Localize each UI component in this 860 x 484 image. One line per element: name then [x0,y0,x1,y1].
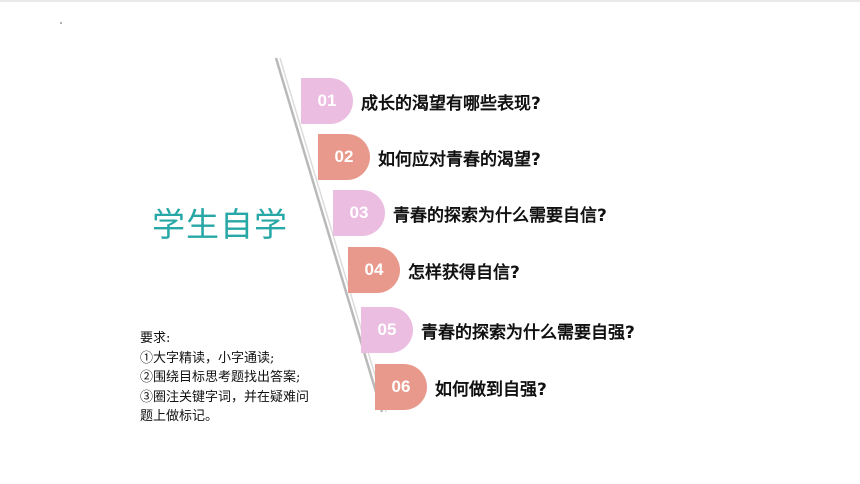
item-number-badge: 03 [333,190,385,236]
item-question: 青春的探索为什么需要自信? [393,205,607,226]
list-item: 02 如何应对青春的渴望? [318,134,541,180]
page-title: 学生自学 [152,205,288,244]
list-item: 03 青春的探索为什么需要自信? [333,190,607,236]
notes-line: 题上做标记。 [140,409,219,424]
list-item: 05 青春的探索为什么需要自强? [361,307,635,353]
notes-heading: 要求: [140,331,171,346]
item-question: 如何应对青春的渴望? [378,149,541,170]
requirements-notes: 要求: ①大字精读，小字通读; ②围绕目标思考题找出答案; ③圈注关键字词，并在… [140,329,309,427]
item-number-badge: 01 [301,78,353,124]
list-item: 06 如何做到自强? [375,364,547,410]
list-item: 04 怎样获得自信? [348,247,520,293]
notes-line: ②围绕目标思考题找出答案; [140,370,301,385]
item-question: 青春的探索为什么需要自强? [421,322,635,343]
top-divider [0,0,860,2]
dot-mark [60,22,62,24]
item-question: 成长的渴望有哪些表现? [361,93,541,114]
item-number-badge: 06 [375,364,427,410]
item-number-badge: 04 [348,247,400,293]
notes-line: ①大字精读，小字通读; [140,350,275,366]
notes-line: ③圈注关键字词，并在疑难问 [140,389,310,405]
item-question: 怎样获得自信? [408,262,520,283]
item-number-badge: 02 [318,134,370,180]
item-question: 如何做到自强? [435,379,547,400]
item-number-badge: 05 [361,307,413,353]
list-item: 01 成长的渴望有哪些表现? [301,78,541,124]
